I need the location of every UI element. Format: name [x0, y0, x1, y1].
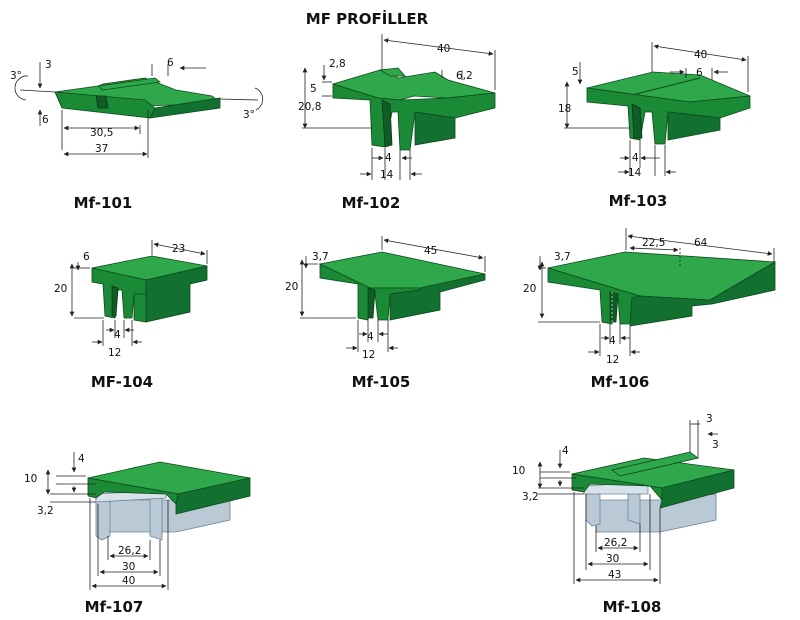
dim-label: 30,5: [90, 127, 113, 139]
dim-label: 4: [385, 152, 392, 164]
dim-label: 45: [424, 245, 437, 257]
dim-label: 23: [172, 243, 185, 255]
dim-label: 3: [706, 413, 713, 425]
dim-label: 6: [42, 114, 49, 126]
profile-mf-106: 3,7 22,5 64 20 4 12 Mf-106: [523, 228, 777, 391]
dim-label: 3,2: [522, 491, 539, 503]
mf-103-shape: [586, 71, 751, 145]
dim-label: 10: [24, 473, 37, 485]
dim-label: 26,2: [604, 537, 627, 549]
profile-mf-108: 3 3 4 10 3,2 26,2 30 43 Mf-108: [512, 413, 735, 616]
dim-label: 3,7: [312, 251, 329, 263]
dim-label: 6: [167, 57, 174, 69]
profile-label: MF-104: [91, 373, 153, 391]
dim-label: 4: [78, 453, 85, 465]
dim-label: 26,2: [118, 545, 141, 557]
mf-105-shape: [318, 251, 486, 321]
dim-label: 14: [628, 167, 642, 179]
dim-label: 30: [606, 553, 619, 565]
dim-label: 4: [632, 152, 639, 164]
profile-label: Mf-103: [609, 192, 668, 210]
dim-label: 4: [367, 331, 374, 343]
dim-label: 18: [558, 103, 571, 115]
dim-label: 14: [380, 169, 394, 181]
profile-label: Mf-102: [342, 194, 401, 212]
dim-label: 5: [572, 66, 579, 78]
dim-label: 6,2: [456, 70, 473, 82]
dim-label: 2,8: [329, 58, 346, 70]
dim-label: 12: [606, 354, 619, 366]
dim-label: 6: [696, 67, 703, 79]
dim-label: 5: [310, 83, 317, 95]
mf-104-shape: [91, 255, 208, 323]
profile-label: Mf-106: [591, 373, 650, 391]
dim-label: 30: [122, 561, 135, 573]
mf-108-rail: [583, 481, 717, 533]
mf-107-shape: [87, 461, 251, 515]
profile-label: Mf-101: [74, 194, 133, 212]
dim-label: 40: [122, 575, 135, 587]
profile-mf-105: 3,7 45 20 4 12 Mf-105: [285, 236, 486, 391]
dim-label: 3: [45, 59, 52, 71]
mf-106-shape: [547, 251, 777, 327]
dim-label: 20,8: [298, 101, 321, 113]
mf-108-shape: [571, 451, 735, 509]
dim-label: 22,5: [642, 237, 665, 249]
dim-label: 3°: [243, 109, 255, 121]
dim-label: 40: [694, 49, 707, 61]
profile-mf-107: 4 10 3,2 26,2 30 40 Mf-107: [24, 452, 251, 616]
dim-label: 3,7: [554, 251, 571, 263]
dim-label: 12: [362, 349, 375, 361]
dim-label: 37: [95, 143, 108, 155]
dim-label: 6: [83, 251, 90, 263]
dim-label: 3°: [10, 70, 22, 82]
profile-label: Mf-107: [85, 598, 144, 616]
dim-label: 20: [54, 283, 67, 295]
dim-label: 64: [694, 237, 708, 249]
dim-label: 10: [512, 465, 525, 477]
dim-label: 12: [108, 347, 121, 359]
dim-label: 40: [437, 43, 450, 55]
mf-101-shape: [54, 77, 221, 119]
dim-label: 4: [562, 445, 569, 457]
page-title: MF PROFİLLER: [306, 9, 429, 28]
dim-label: 3,2: [37, 505, 54, 517]
dim-label: 4: [114, 329, 121, 341]
profile-label: Mf-108: [603, 598, 662, 616]
dim-label: 20: [285, 281, 298, 293]
profile-mf-104: 6 23 20 4 12 MF-104: [54, 240, 208, 391]
dim-label: 20: [523, 283, 536, 295]
dim-label: 4: [609, 335, 616, 347]
dim-label: 3: [712, 439, 719, 451]
profile-mf-103: 40 5 6 18 4 14 Mf-103: [558, 42, 751, 210]
profile-mf-102: 40 2,8 5 6,2 20,8 4 14 Mf-102: [298, 34, 496, 212]
dim-label: 43: [608, 569, 621, 581]
profile-mf-101: 3 6 3° 3° 6 30,5 37 Mf-101: [10, 57, 264, 212]
profile-label: Mf-105: [352, 373, 411, 391]
